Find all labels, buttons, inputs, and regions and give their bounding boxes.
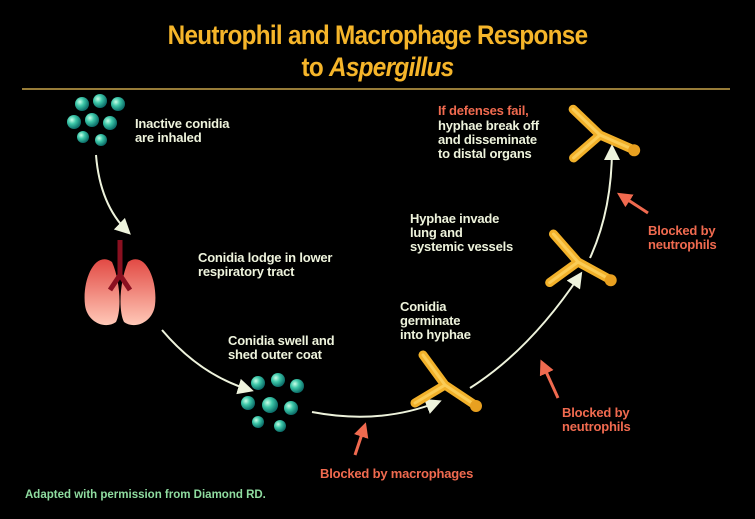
title-organism: Aspergillus: [329, 52, 454, 82]
title-line-2: to Aspergillus: [38, 52, 718, 83]
blocked-macrophages: Blocked by macrophages: [320, 466, 474, 481]
step-fail-heading: If defenses fail,: [438, 103, 529, 118]
step-inhaled: Inactive conidia are inhaled: [135, 116, 230, 145]
inactive-conidia-cluster: [67, 94, 125, 146]
arrow-lodge: [161, 329, 254, 395]
arrow-swell: [311, 398, 442, 418]
step-lodge: Conidia lodge in lower respiratory tract: [198, 250, 333, 279]
step-invade: Hyphae invade lung and systemic vessels: [410, 211, 514, 254]
blocked-neutrophils-upper: Blocked by neutrophils: [648, 223, 717, 252]
step-germinate: Conidia germinate into hyphae: [400, 299, 471, 342]
step-swell: Conidia swell and shed outer coat: [228, 333, 335, 362]
blocked-arrow-neutrophils-upper: [616, 192, 649, 215]
arrow-germinate: [469, 271, 583, 389]
hypha-disseminating: [565, 99, 641, 167]
hypha-germinated: [415, 355, 482, 412]
blocked-neutrophils-lower: Blocked by neutrophils: [562, 405, 631, 434]
arrow-invade: [589, 144, 620, 259]
swollen-conidia-cluster: [241, 373, 304, 432]
lungs-icon: [84, 240, 156, 326]
title-prefix: to: [301, 52, 330, 82]
blocked-arrow-neutrophils-lower: [539, 359, 560, 399]
step-fail-text: hyphae break off and disseminate to dist…: [438, 118, 539, 161]
hypha-invading: [545, 229, 617, 292]
attribution: Adapted with permission from Diamond RD.: [25, 489, 266, 501]
title-line-1: Neutrophil and Macrophage Response: [167, 20, 588, 50]
blocked-arrow-macrophages: [353, 422, 369, 456]
arrow-inhaled: [95, 154, 131, 235]
